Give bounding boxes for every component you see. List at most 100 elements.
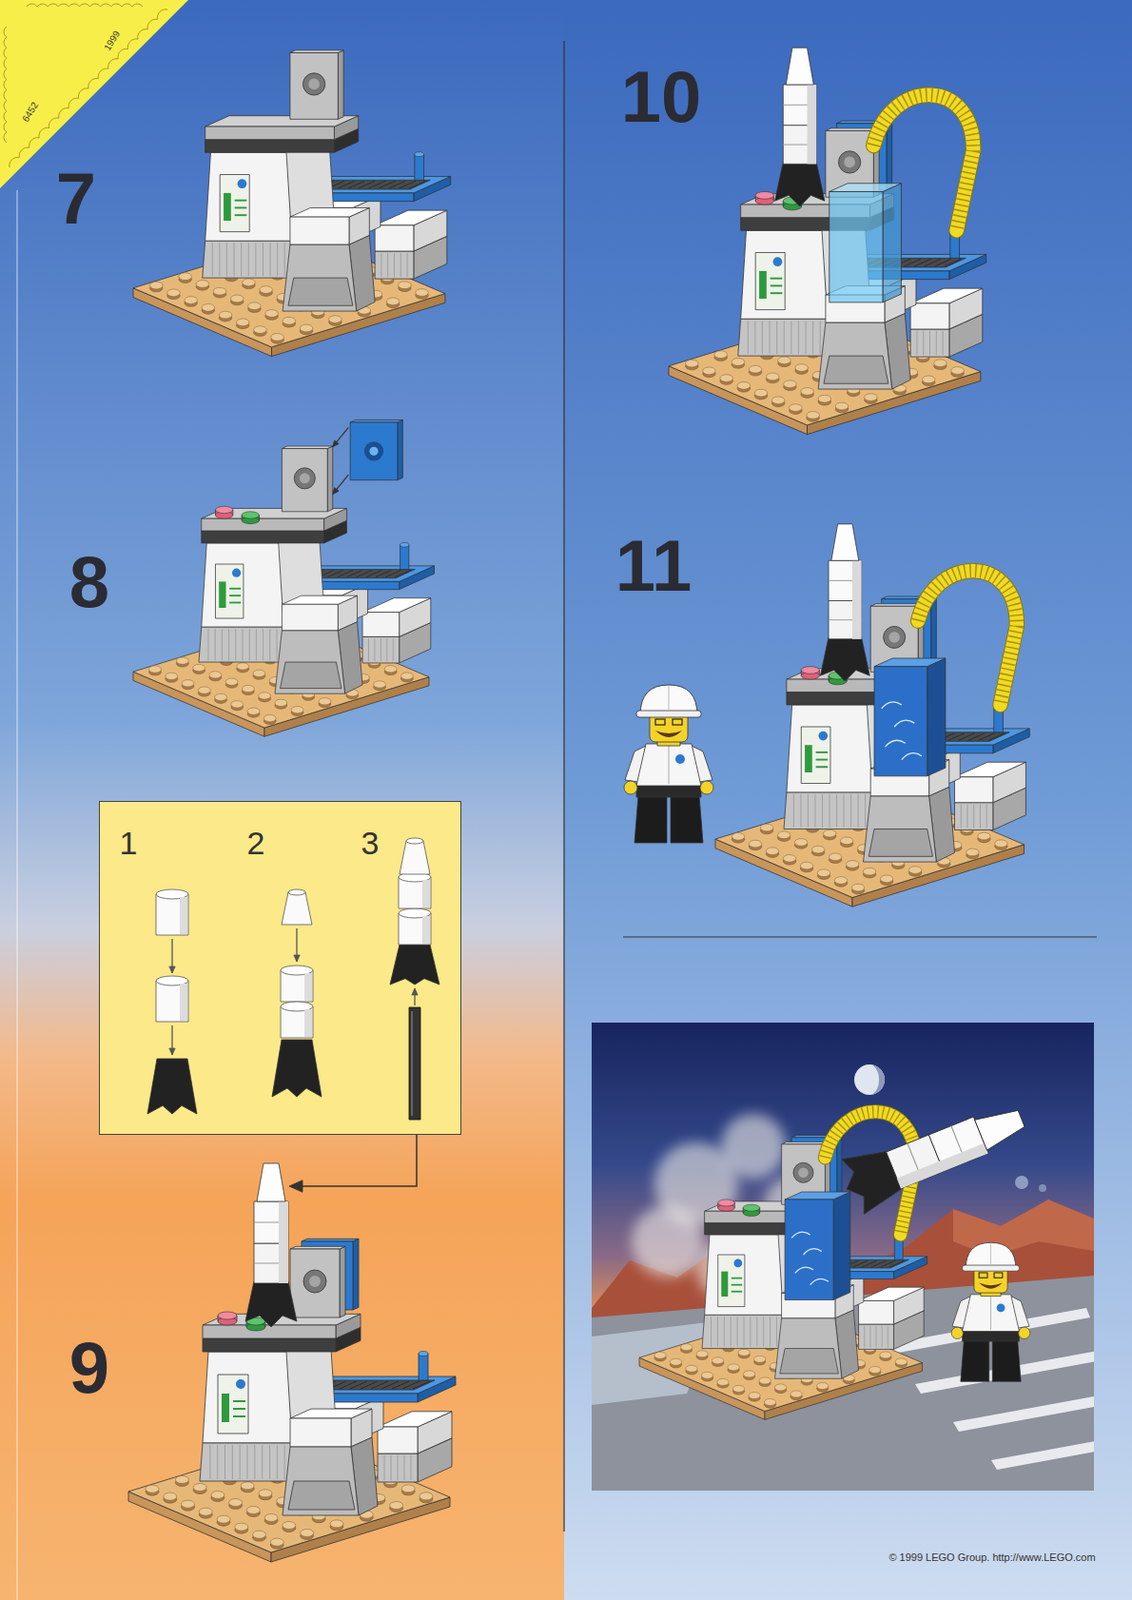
stud — [869, 1366, 881, 1373]
photo-content — [591, 1022, 1094, 1491]
grille-line — [387, 253, 389, 277]
sticker-line — [229, 602, 241, 605]
grille-line — [916, 331, 918, 355]
grille-line — [218, 242, 220, 276]
slope-front — [282, 244, 357, 312]
brick-front — [202, 1325, 336, 1339]
grille-line — [247, 1444, 249, 1480]
panel-decor — [894, 720, 915, 727]
brick-front — [858, 1324, 895, 1349]
sticker-line — [229, 587, 241, 590]
grille-line — [821, 794, 823, 828]
panel-decor — [881, 702, 902, 709]
photo-smoke — [721, 1113, 786, 1179]
sticker — [219, 175, 250, 233]
brick-front — [205, 126, 335, 140]
blue-post — [414, 152, 425, 157]
rail-tick — [968, 733, 985, 742]
grille-line — [239, 1444, 241, 1480]
stud — [717, 1378, 729, 1386]
stud — [818, 394, 832, 403]
stud — [211, 1491, 225, 1500]
stud — [265, 310, 279, 318]
sticker-icon — [235, 1379, 246, 1389]
rocket-nose — [831, 524, 859, 561]
sticker-icon — [232, 568, 241, 578]
rail-tick — [370, 1381, 389, 1389]
stud — [738, 1348, 750, 1356]
grille-line — [800, 794, 801, 828]
rail-tick — [924, 258, 941, 267]
page-background — [0, 0, 565, 1600]
rail-tick — [350, 1381, 368, 1389]
brick-front — [290, 216, 350, 245]
tower-front — [205, 152, 293, 241]
stud — [696, 1350, 708, 1358]
rocket — [775, 47, 825, 207]
right-brick — [910, 288, 983, 330]
grille-line — [249, 628, 251, 661]
rail-tick — [378, 180, 395, 189]
minifig-hand — [1018, 1327, 1031, 1339]
cone-top — [288, 889, 306, 896]
panel-decor — [885, 740, 906, 747]
minifig-hand — [624, 780, 638, 795]
rail-tick — [368, 180, 385, 189]
minifig-helmet — [990, 1243, 992, 1266]
grille-line — [410, 1455, 412, 1481]
photo-road-mark — [953, 1384, 1094, 1432]
brick-front — [290, 52, 338, 119]
stud — [163, 1492, 177, 1501]
grille-line — [812, 320, 814, 354]
stud — [879, 875, 893, 883]
brick-front — [290, 1418, 352, 1447]
fin-piece — [390, 944, 440, 985]
stud — [291, 706, 304, 714]
stud — [400, 672, 413, 680]
slope-front — [274, 630, 346, 694]
stud — [737, 381, 751, 390]
grille-line — [284, 242, 286, 276]
brick-front — [910, 303, 950, 330]
slope-face — [288, 1481, 355, 1510]
stud — [748, 1391, 761, 1399]
photo-model — [639, 1112, 928, 1421]
black-bar — [409, 1007, 421, 1120]
stud — [759, 1377, 771, 1385]
brick-side — [337, 50, 344, 119]
rocket — [836, 1091, 1034, 1217]
grille-line — [756, 1316, 758, 1347]
stud — [236, 663, 250, 670]
plate-hole — [793, 1162, 814, 1183]
grille-line — [798, 320, 800, 354]
minifig-hand — [700, 780, 714, 795]
grille-line — [373, 638, 375, 662]
photo-rocket — [836, 1091, 1034, 1217]
minifig-beard — [655, 730, 683, 738]
grille-line — [368, 638, 370, 662]
grille-line — [240, 242, 242, 276]
hole-plate — [290, 50, 344, 119]
rail-tick — [375, 569, 392, 577]
round-brick-shade — [422, 879, 430, 908]
brick-top — [290, 208, 370, 218]
stud — [282, 1522, 296, 1530]
stud — [175, 657, 189, 664]
grille-line — [386, 638, 388, 662]
brick-top — [858, 1287, 925, 1301]
slope-face — [288, 277, 353, 306]
stud — [401, 1484, 415, 1493]
rocket-shade — [897, 1143, 989, 1190]
slope-face — [280, 662, 342, 689]
stud — [834, 877, 847, 885]
stud — [806, 411, 820, 420]
stud — [373, 681, 387, 688]
stud — [386, 297, 400, 306]
sticker — [755, 253, 785, 311]
stud — [701, 1371, 713, 1379]
rail-tick — [852, 1260, 868, 1268]
stud — [330, 1520, 344, 1528]
brick-top — [290, 1246, 346, 1250]
stud — [828, 853, 841, 861]
divider-line — [563, 40, 565, 1532]
